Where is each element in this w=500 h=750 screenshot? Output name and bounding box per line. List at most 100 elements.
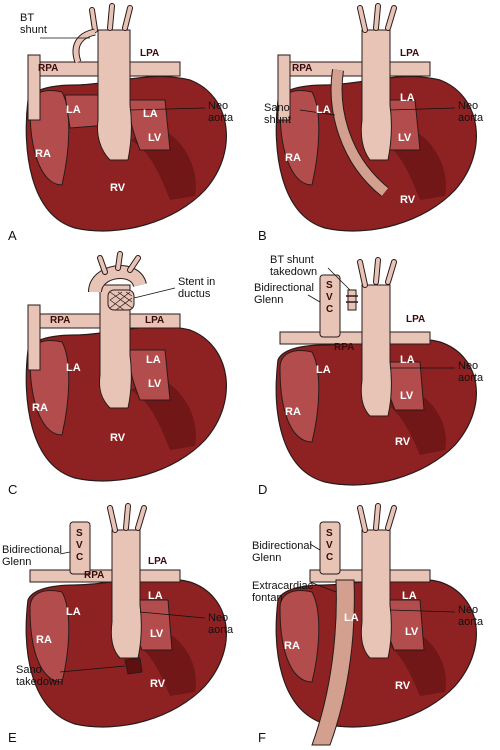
- label-la-right: LA: [66, 104, 81, 116]
- label-rpa: RPA: [38, 63, 59, 74]
- callout-leader-1: [327, 267, 351, 291]
- callout-bidirectional-glenn: Bidirectional Glenn: [2, 544, 62, 568]
- superior-vena-cava: [319, 521, 341, 575]
- label-la-right: LA: [316, 364, 331, 376]
- bt-shunt-fill: [73, 29, 96, 63]
- label-la-left: LA: [402, 590, 417, 602]
- label-svc: S V C: [326, 280, 334, 315]
- panel-e: Bidirectional Glenn Neo aorta Sano taked…: [0, 500, 250, 750]
- panel-letter: A: [8, 228, 17, 243]
- bt-shunt-clip: [346, 289, 358, 311]
- heart-diagram-b: [275, 3, 477, 232]
- callout-leader-3: [389, 609, 456, 613]
- label-rpa: RPA: [334, 342, 355, 353]
- neo-aorta: [360, 29, 392, 161]
- label-rv: RV: [400, 194, 416, 206]
- callout-leader-2: [389, 107, 456, 111]
- label-ra: RA: [285, 152, 301, 164]
- heart-diagram-c: [25, 251, 227, 482]
- callout-leader-2: [307, 294, 321, 303]
- callout-leader-1: [309, 543, 321, 551]
- label-ra: RA: [36, 634, 52, 646]
- callout-bt-shunt-takedown: BT shunt takedown: [270, 254, 318, 278]
- label-ra: RA: [285, 406, 301, 418]
- label-ra: RA: [35, 148, 51, 160]
- label-la-left: LA: [148, 590, 163, 602]
- label-la-right: LA: [66, 606, 81, 618]
- panel-letter: D: [258, 482, 268, 497]
- label-lpa: LPA: [140, 48, 160, 59]
- label-la-left: LA: [400, 92, 415, 104]
- aortic-arch-branches-fill: [90, 4, 132, 32]
- label-rv: RV: [110, 182, 126, 194]
- label-lv: LV: [150, 628, 164, 640]
- superior-vena-cava: [69, 521, 91, 575]
- label-rpa: RPA: [292, 63, 313, 74]
- label-lv: LV: [148, 378, 162, 390]
- panel-letter: B: [258, 228, 267, 243]
- pulmonary-artery-band: [29, 569, 181, 583]
- callout-bidirectional-glenn: Bidirectional Glenn: [254, 282, 314, 306]
- vena-cava: [277, 54, 291, 121]
- aortic-arch-branches-fill: [358, 4, 396, 32]
- superior-vena-cava: [319, 274, 341, 338]
- sano-shunt-fill: [331, 69, 389, 196]
- label-rpa: RPA: [84, 570, 105, 581]
- aortic-arch-fill: [89, 266, 146, 294]
- callout-leader-1: [299, 109, 336, 116]
- label-rv: RV: [150, 678, 166, 690]
- callout-extracardiac-fontan: Extracardiac fontan: [252, 580, 314, 604]
- label-rpa: RPA: [50, 315, 71, 326]
- label-lv: LV: [405, 626, 419, 638]
- label-lpa: LPA: [145, 315, 165, 326]
- right-atrium: [279, 590, 320, 683]
- heart-diagram-d: [275, 257, 477, 486]
- vena-cava: [27, 54, 41, 121]
- callout-neo-aorta: Neo aorta: [208, 612, 234, 636]
- main-pulmonary-trunk: [99, 284, 132, 409]
- label-svc: S V C: [76, 528, 84, 563]
- vena-cava: [27, 304, 41, 371]
- callout-bt-shunt: BT shunt: [20, 12, 47, 36]
- label-lpa: LPA: [148, 556, 168, 567]
- panel-letter: E: [8, 730, 17, 745]
- callout-sano-shunt: Sano shunt: [264, 102, 291, 126]
- callout-stent-in-ductus: Stent in ductus: [178, 276, 216, 300]
- aortic-arch-branches-fill: [98, 252, 140, 274]
- callout-neo-aorta: Neo aorta: [458, 604, 484, 628]
- label-rv: RV: [395, 436, 411, 448]
- pulmonary-artery-band: [279, 331, 431, 345]
- label-rv: RV: [395, 680, 411, 692]
- label-la-right: LA: [316, 104, 331, 116]
- callout-leader-2: [129, 107, 206, 111]
- callout-neo-aorta: Neo aorta: [208, 100, 234, 124]
- neo-aorta: [360, 529, 392, 659]
- label-lv: LV: [148, 132, 162, 144]
- label-svc: S V C: [326, 528, 334, 563]
- neo-aorta: [110, 529, 142, 659]
- panel-b: Sano shunt Neo aorta RPA LPA LA LA LV RA…: [250, 0, 500, 250]
- sano-takedown-stump: [124, 657, 143, 675]
- label-la-left: LA: [143, 108, 158, 120]
- aortic-arch-branches-fill: [108, 504, 146, 532]
- label-la-right: LA: [344, 612, 359, 624]
- aortic-arch-branches-fill: [358, 504, 396, 532]
- label-ra: RA: [284, 640, 300, 652]
- callout-neo-aorta: Neo aorta: [458, 360, 484, 384]
- panel-letter: C: [8, 482, 18, 497]
- panel-f: Bidirectional Glenn Extracardiac fontan …: [250, 500, 500, 750]
- panel-d: BT shunt takedown Bidirectional Glenn Ne…: [250, 250, 500, 500]
- aortic-arch-branches-fill: [358, 258, 396, 287]
- panel-a: BT shunt Neo aorta RPA LPA LA LA LV RA R…: [0, 0, 250, 250]
- neo-aorta: [97, 29, 132, 161]
- callout-leader-3: [59, 665, 126, 673]
- label-lv: LV: [398, 132, 412, 144]
- panel-c: Stent in ductus RPA LPA LA LA LV RA RV C: [0, 250, 250, 500]
- label-lpa: LPA: [406, 314, 426, 325]
- label-rv: RV: [110, 432, 126, 444]
- label-la-left: LA: [400, 354, 415, 366]
- callout-leader-2: [309, 581, 337, 593]
- neo-aorta: [360, 284, 392, 417]
- callout-leader-1: [133, 287, 176, 299]
- heart-diagram-e: [25, 503, 227, 728]
